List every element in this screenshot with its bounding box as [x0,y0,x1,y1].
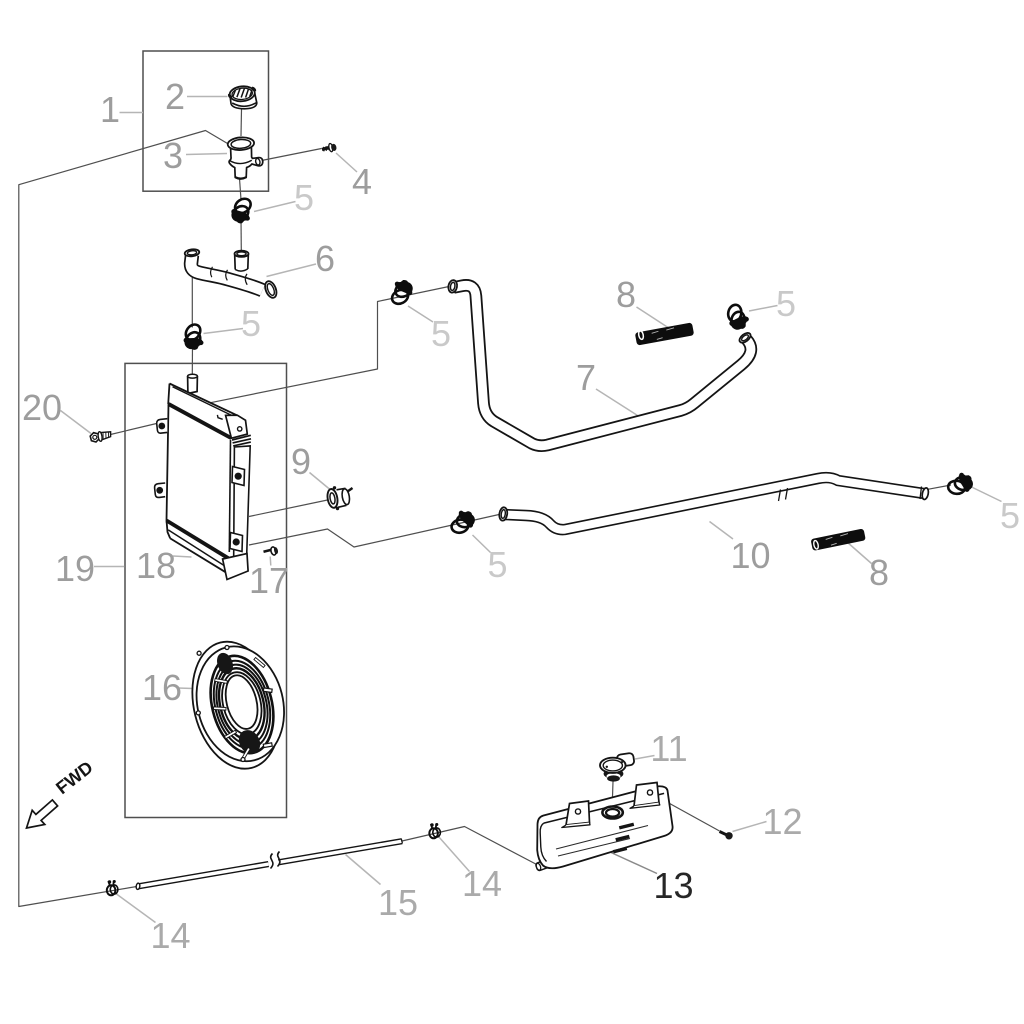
svg-text:15: 15 [378,882,418,923]
svg-text:14: 14 [462,863,502,904]
svg-text:7: 7 [576,357,596,398]
svg-text:6: 6 [315,238,335,279]
svg-text:8: 8 [869,552,889,593]
svg-text:20: 20 [22,387,62,428]
svg-text:11: 11 [650,728,687,769]
svg-text:5: 5 [431,313,451,354]
svg-text:5: 5 [1000,495,1020,536]
svg-text:12: 12 [762,801,802,842]
svg-text:5: 5 [776,283,796,324]
svg-text:17: 17 [249,560,289,601]
svg-text:9: 9 [291,441,311,482]
svg-text:18: 18 [136,545,176,586]
svg-text:5: 5 [487,544,507,585]
svg-text:2: 2 [165,76,185,117]
svg-text:14: 14 [150,915,190,956]
svg-text:1: 1 [100,89,120,130]
svg-text:19: 19 [55,548,95,589]
svg-text:16: 16 [142,667,182,708]
svg-text:10: 10 [730,535,770,576]
svg-text:3: 3 [163,135,183,176]
svg-text:4: 4 [352,161,372,202]
svg-text:13: 13 [653,865,693,906]
svg-text:5: 5 [294,177,314,218]
svg-text:5: 5 [241,303,261,344]
svg-text:8: 8 [616,274,636,315]
